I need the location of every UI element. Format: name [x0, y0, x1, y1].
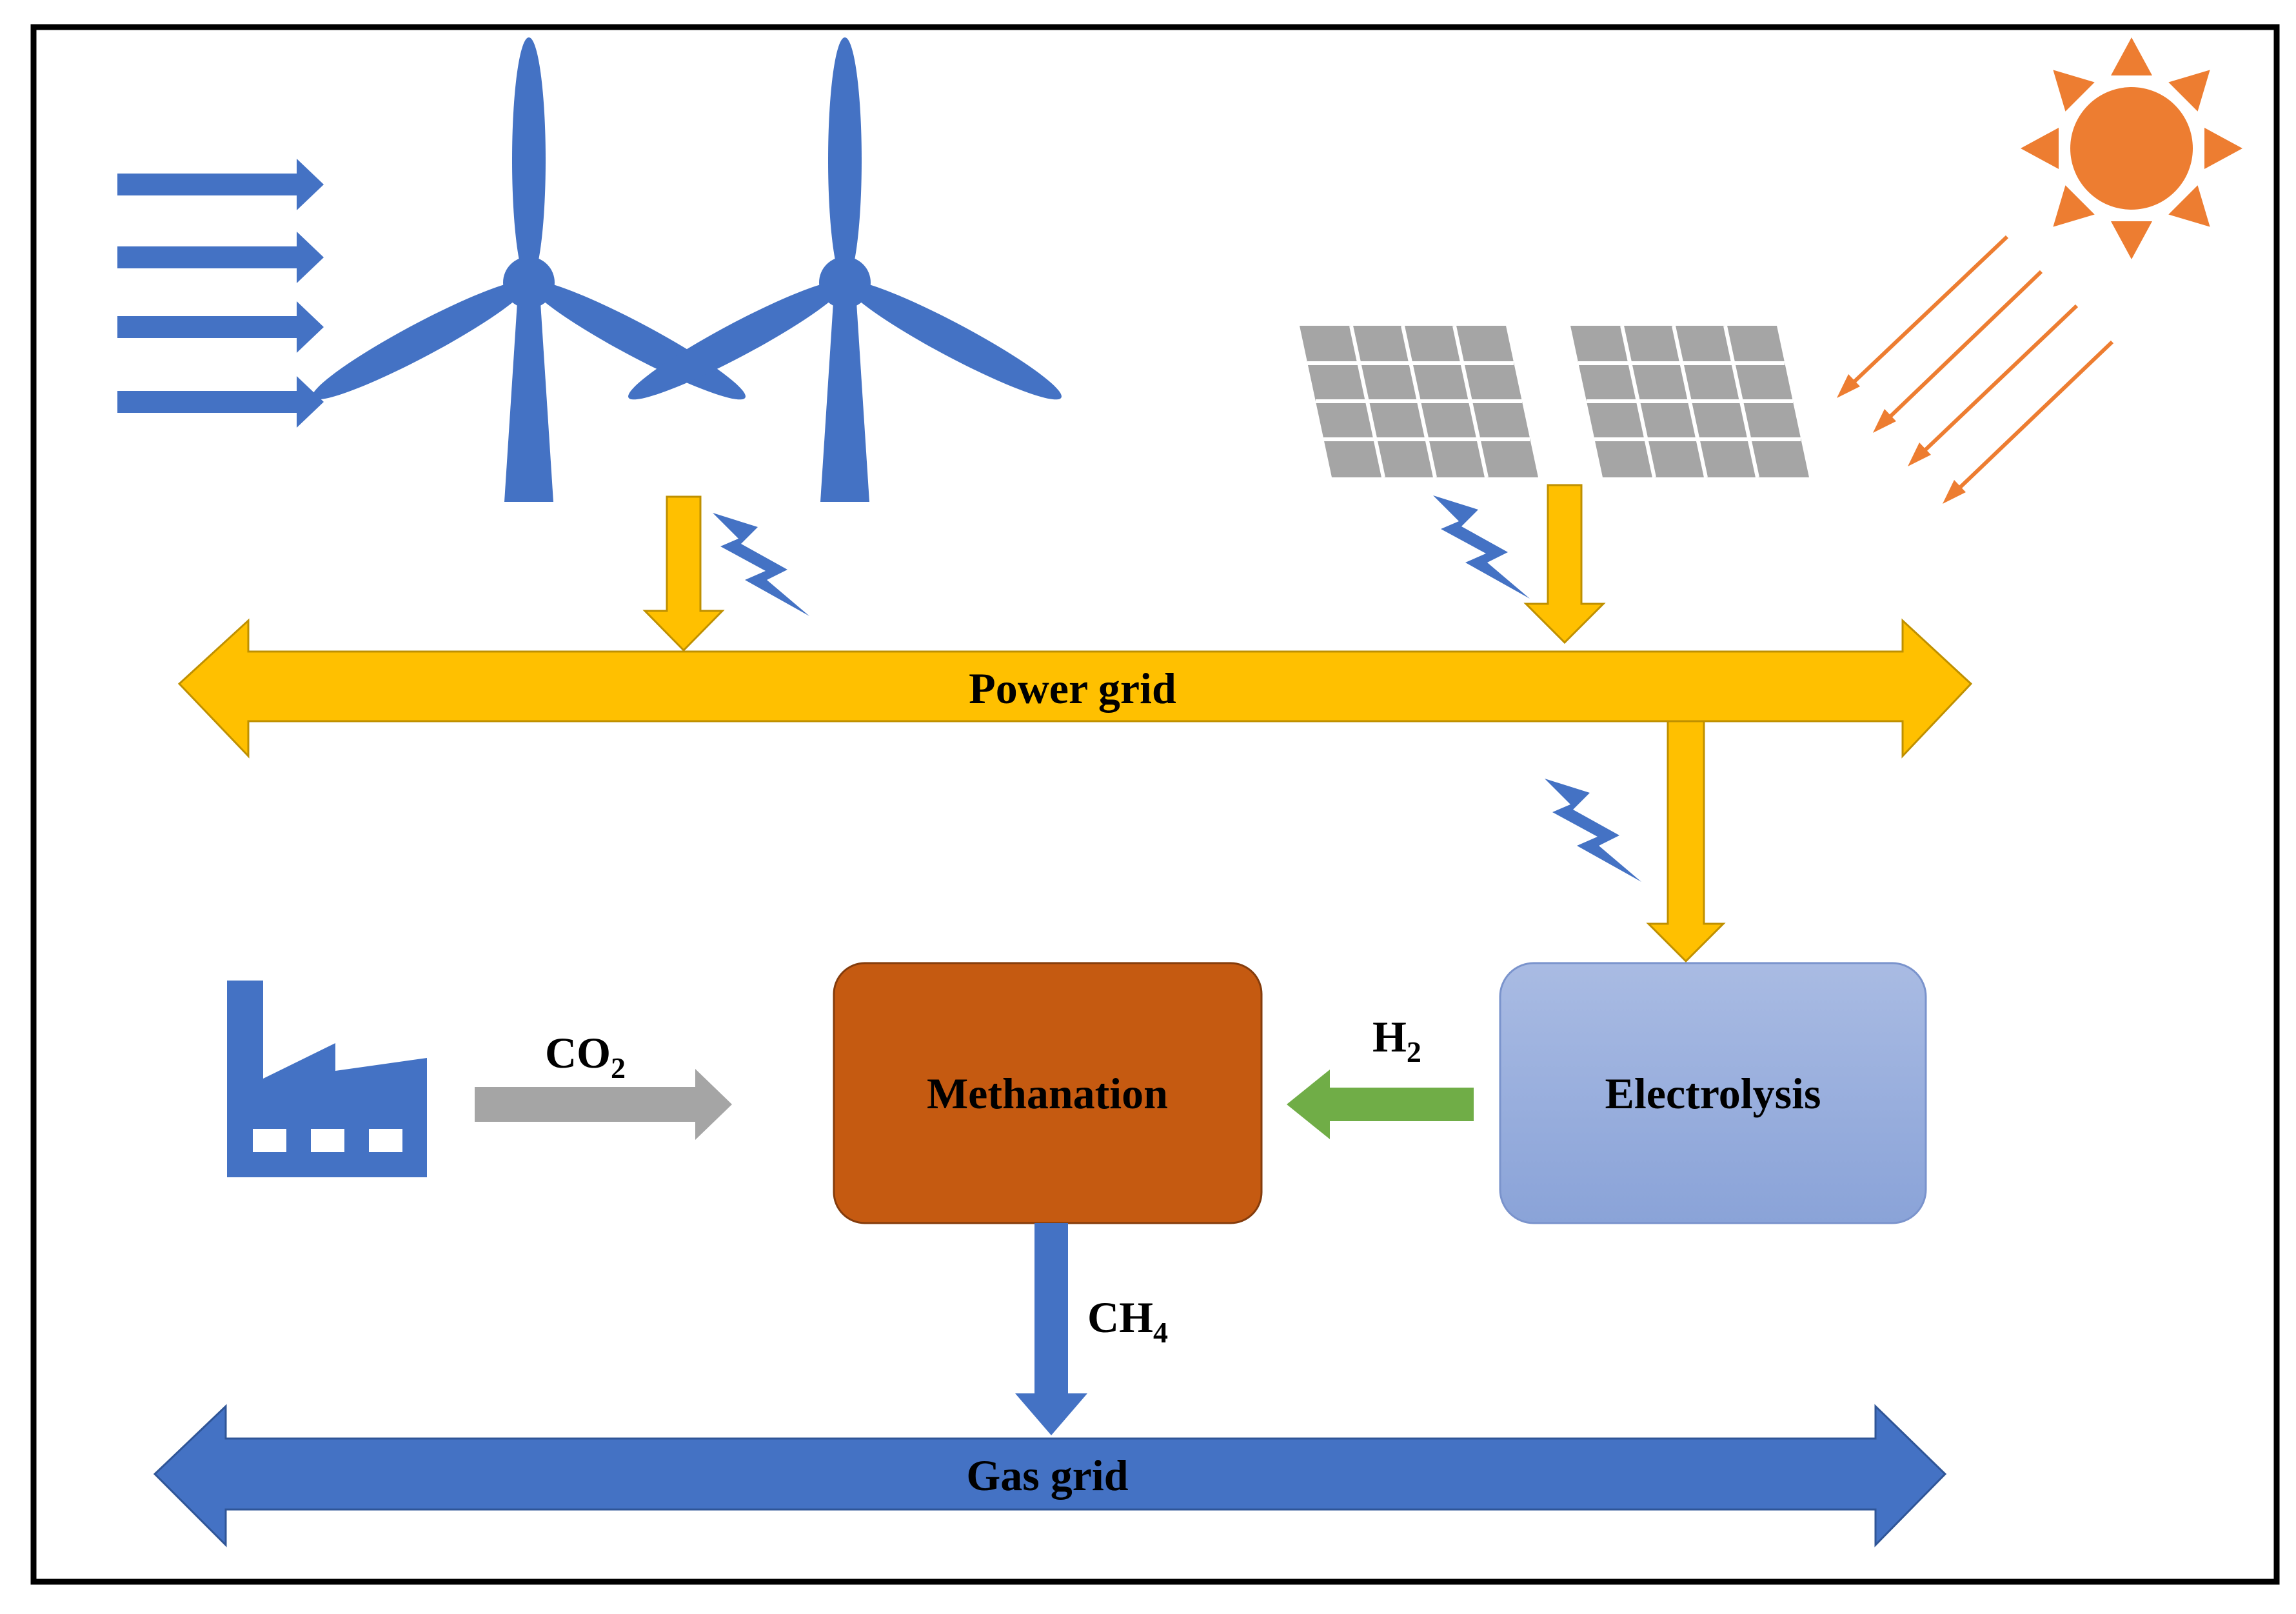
solar-panel-icon — [1570, 326, 1809, 477]
grid-to-electrolysis-arrow — [1646, 720, 1726, 963]
electrolysis-label: Electrolysis — [1605, 1069, 1821, 1118]
sun-icon — [2021, 37, 2242, 259]
h2-label: H2 — [1372, 1012, 1421, 1068]
diagram-frame — [30, 24, 2280, 1585]
solar-panel-icon — [1300, 326, 1538, 477]
factory-icon — [227, 981, 427, 1177]
solar-power-arrow — [1523, 484, 1606, 644]
lightning-bolt-icon — [1433, 495, 1530, 599]
electrolysis-box: Electrolysis — [1499, 962, 1927, 1224]
ch4-label: CH4 — [1087, 1293, 1168, 1349]
methanation-box: Methanation — [833, 962, 1263, 1224]
ch4-arrow — [1015, 1223, 1087, 1435]
gas-grid-label: Gas grid — [966, 1451, 1128, 1500]
wind-power-arrow — [642, 495, 725, 652]
wind-arrows-icon — [117, 159, 324, 428]
co2-arrow — [475, 1069, 732, 1140]
power-grid-arrow: Power grid — [177, 618, 1973, 759]
lightning-bolt-icon — [1545, 779, 1641, 882]
wind-turbine-icon — [620, 37, 1069, 502]
lightning-bolt-icon — [713, 513, 809, 616]
wind-turbine-icon — [304, 37, 753, 502]
h2-arrow — [1287, 1070, 1474, 1139]
co2-label: CO2 — [545, 1028, 626, 1084]
sun-rays — [1837, 235, 2114, 504]
gas-grid-arrow: Gas grid — [153, 1404, 1947, 1548]
methanation-label: Methanation — [927, 1069, 1168, 1118]
power-grid-label: Power grid — [969, 664, 1176, 713]
